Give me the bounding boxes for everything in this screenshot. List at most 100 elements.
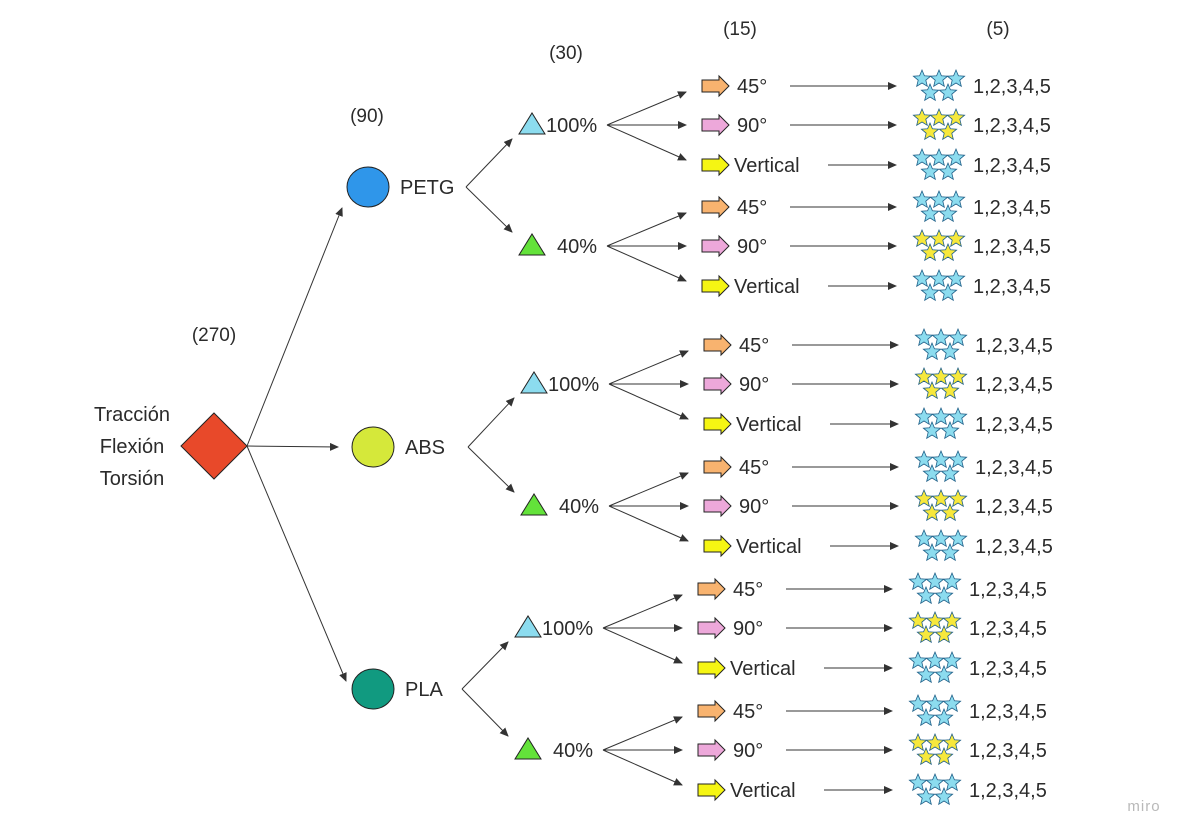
star-icon (912, 189, 932, 209)
star-icon (912, 68, 932, 88)
orientation-row: Vertical 1,2,3,4,5 (701, 268, 1051, 302)
star-icon (925, 732, 945, 752)
star-icon (912, 228, 932, 248)
star-icon (929, 107, 949, 127)
orientation-label: 45° (733, 701, 763, 723)
orientation-arrow-icon (701, 153, 730, 177)
samples-label: 1,2,3,4,5 (975, 536, 1053, 558)
star-icon (920, 82, 940, 102)
orientation-label: 90° (737, 115, 767, 137)
edge-infill-to-orientation (602, 627, 683, 664)
root-label-line-1: Tracción (94, 404, 170, 426)
orientation-label: 45° (739, 335, 769, 357)
samples-label: 1,2,3,4,5 (969, 658, 1047, 680)
orientation-row: 90°1,2,3,4,5 (703, 366, 1053, 400)
orientation-row: 90°1,2,3,4,5 (697, 610, 1047, 644)
star-cluster-icon (908, 732, 962, 766)
infill-label: 100% (548, 374, 599, 396)
edge-root-to-abs (246, 442, 339, 451)
star-cluster-icon (914, 327, 968, 361)
star-icon (914, 327, 934, 347)
tree-branches: PETG100%45°1,2,3,4,590°1,2,3,4,5Vertical… (246, 68, 1053, 806)
star-icon (914, 449, 934, 469)
infill-triangle-icon (518, 112, 546, 135)
samples-label: 1,2,3,4,5 (975, 335, 1053, 357)
star-icon (929, 228, 949, 248)
star-icon (938, 121, 958, 141)
star-icon (942, 772, 962, 792)
star-icon (916, 664, 936, 684)
star-icon (934, 585, 954, 605)
star-icon (938, 203, 958, 223)
orientation-label: Vertical (730, 780, 796, 802)
infill-triangle-icon (520, 493, 548, 516)
star-icon (931, 366, 951, 386)
infill-label: 100% (542, 618, 593, 640)
star-icon (922, 463, 942, 483)
star-icon (920, 121, 940, 141)
edge-material-to-infill (467, 446, 515, 493)
orientation-arrow-icon (703, 455, 732, 479)
star-icon (940, 542, 960, 562)
count-label-infill: (30) (549, 43, 583, 64)
star-icon (934, 707, 954, 727)
star-cluster-icon (912, 107, 966, 141)
star-cluster-icon (914, 488, 968, 522)
star-cluster-icon (908, 772, 962, 806)
orientation-label: 90° (733, 618, 763, 640)
samples-label: 1,2,3,4,5 (973, 76, 1051, 98)
count-label-material: (90) (350, 106, 384, 127)
orientation-row: 90° 1,2,3,4,5 (701, 107, 1051, 141)
orientation-row: 45°1,2,3,4,5 (703, 449, 1053, 483)
star-icon (948, 327, 968, 347)
star-icon (934, 664, 954, 684)
material-node-abs (351, 426, 395, 468)
count-label-root: (270) (192, 325, 236, 346)
orientation-label: Vertical (734, 276, 800, 298)
edge-root-to-petg (246, 207, 343, 447)
samples-label: 1,2,3,4,5 (973, 115, 1051, 137)
star-icon (934, 624, 954, 644)
star-icon (940, 380, 960, 400)
star-icon (925, 772, 945, 792)
star-icon (946, 268, 966, 288)
orientation-arrow-icon (697, 778, 726, 802)
star-icon (938, 82, 958, 102)
orientation-arrow-icon (697, 577, 726, 601)
orientation-row: 90°1,2,3,4,5 (703, 488, 1053, 522)
count-label-orientation: (15) (723, 19, 757, 40)
infill-triangle-icon (520, 371, 548, 394)
infill-label: 40% (557, 236, 597, 258)
orientation-arrow-icon (701, 74, 730, 98)
material-node-pla (351, 668, 395, 710)
star-icon (908, 610, 928, 630)
star-cluster-icon (914, 366, 968, 400)
star-icon (912, 147, 932, 167)
orientation-arrow-icon (697, 616, 726, 640)
edge-infill-to-orientation (602, 716, 683, 751)
samples-label: 1,2,3,4,5 (975, 414, 1053, 436)
material-node-petg (346, 166, 390, 208)
star-icon (946, 228, 966, 248)
orientation-label: 90° (739, 374, 769, 396)
samples-label: 1,2,3,4,5 (973, 276, 1051, 298)
orientation-row: 45°1,2,3,4,5 (697, 571, 1047, 605)
star-icon (929, 68, 949, 88)
orientation-arrow-icon (703, 534, 732, 558)
orientation-label: Vertical (736, 414, 802, 436)
samples-label: 1,2,3,4,5 (969, 701, 1047, 723)
star-icon (938, 161, 958, 181)
orientation-label: 45° (739, 457, 769, 479)
orientation-label: 90° (739, 496, 769, 518)
star-icon (916, 746, 936, 766)
orientation-row: 90°1,2,3,4,5 (701, 228, 1051, 262)
orientation-label: 45° (737, 197, 767, 219)
edge-infill-to-orientation (608, 383, 689, 420)
samples-label: 1,2,3,4,5 (969, 780, 1047, 802)
